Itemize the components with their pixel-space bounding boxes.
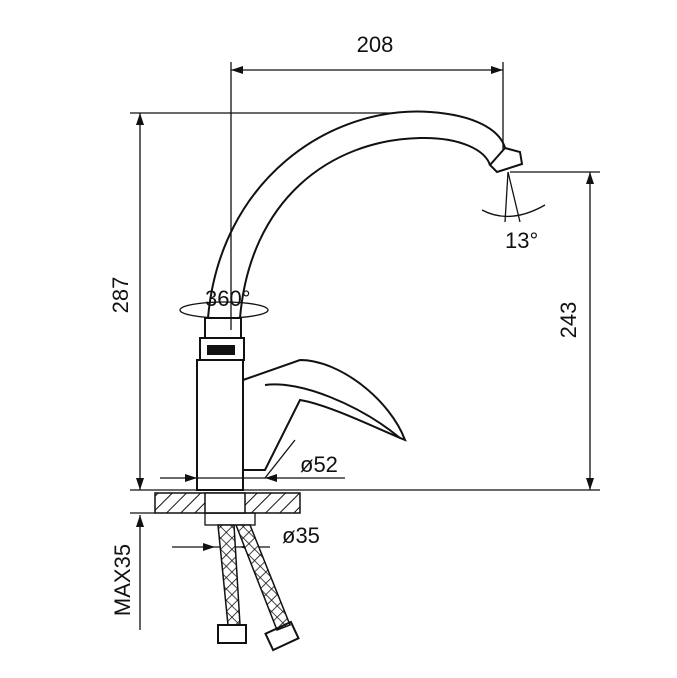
base-diameter-label: ø52 xyxy=(300,452,338,477)
reach-label: 208 xyxy=(357,32,394,57)
swivel-label: 360° xyxy=(205,286,251,311)
swivel-annotation: 360° xyxy=(179,286,269,319)
supply-hoses xyxy=(217,524,300,652)
spout xyxy=(207,110,524,319)
spout-height-dimension: 243 xyxy=(510,171,600,490)
max-thickness-label: MAX35 xyxy=(110,544,135,616)
faucet-body xyxy=(196,317,407,491)
tilt-annotation: 13° xyxy=(481,171,546,253)
base-diameter-dimension: ø52 xyxy=(160,439,345,482)
reach-dimension: 208 xyxy=(230,32,504,330)
mount-diameter-label: ø35 xyxy=(282,523,320,548)
total-height-label: 287 xyxy=(108,277,133,314)
max-thickness-dimension: MAX35 xyxy=(110,512,155,630)
total-height-dimension: 287 xyxy=(108,112,390,490)
countertop xyxy=(154,492,301,526)
spout-height-label: 243 xyxy=(556,302,581,339)
tilt-label: 13° xyxy=(505,228,538,253)
